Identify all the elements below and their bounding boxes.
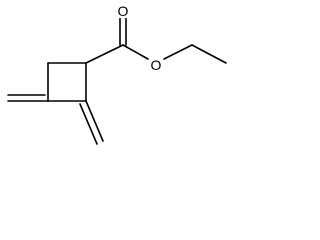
cyclobutane-ring [47,62,87,102]
atom-label-ester-oxygen: O [149,57,163,73]
atom-label-carbonyl-oxygen: O [116,3,130,19]
structure-diagram: O O [7,3,227,145]
methylene-bottom-bond-2 [79,103,98,145]
carbonyl-oxygen-label: O [118,3,129,19]
ring-to-carbonyl-bond [85,44,124,64]
ethyl-bond [191,44,227,64]
methylene-bottom [79,100,104,145]
ester-group [85,14,227,64]
carbonyl-to-oxygen-bond [122,44,149,60]
methylene-left [7,94,49,102]
oxygen-to-ethyl-bond [163,44,193,60]
methylene-bottom-bond-1 [85,100,104,142]
ester-oxygen-label: O [151,57,162,73]
